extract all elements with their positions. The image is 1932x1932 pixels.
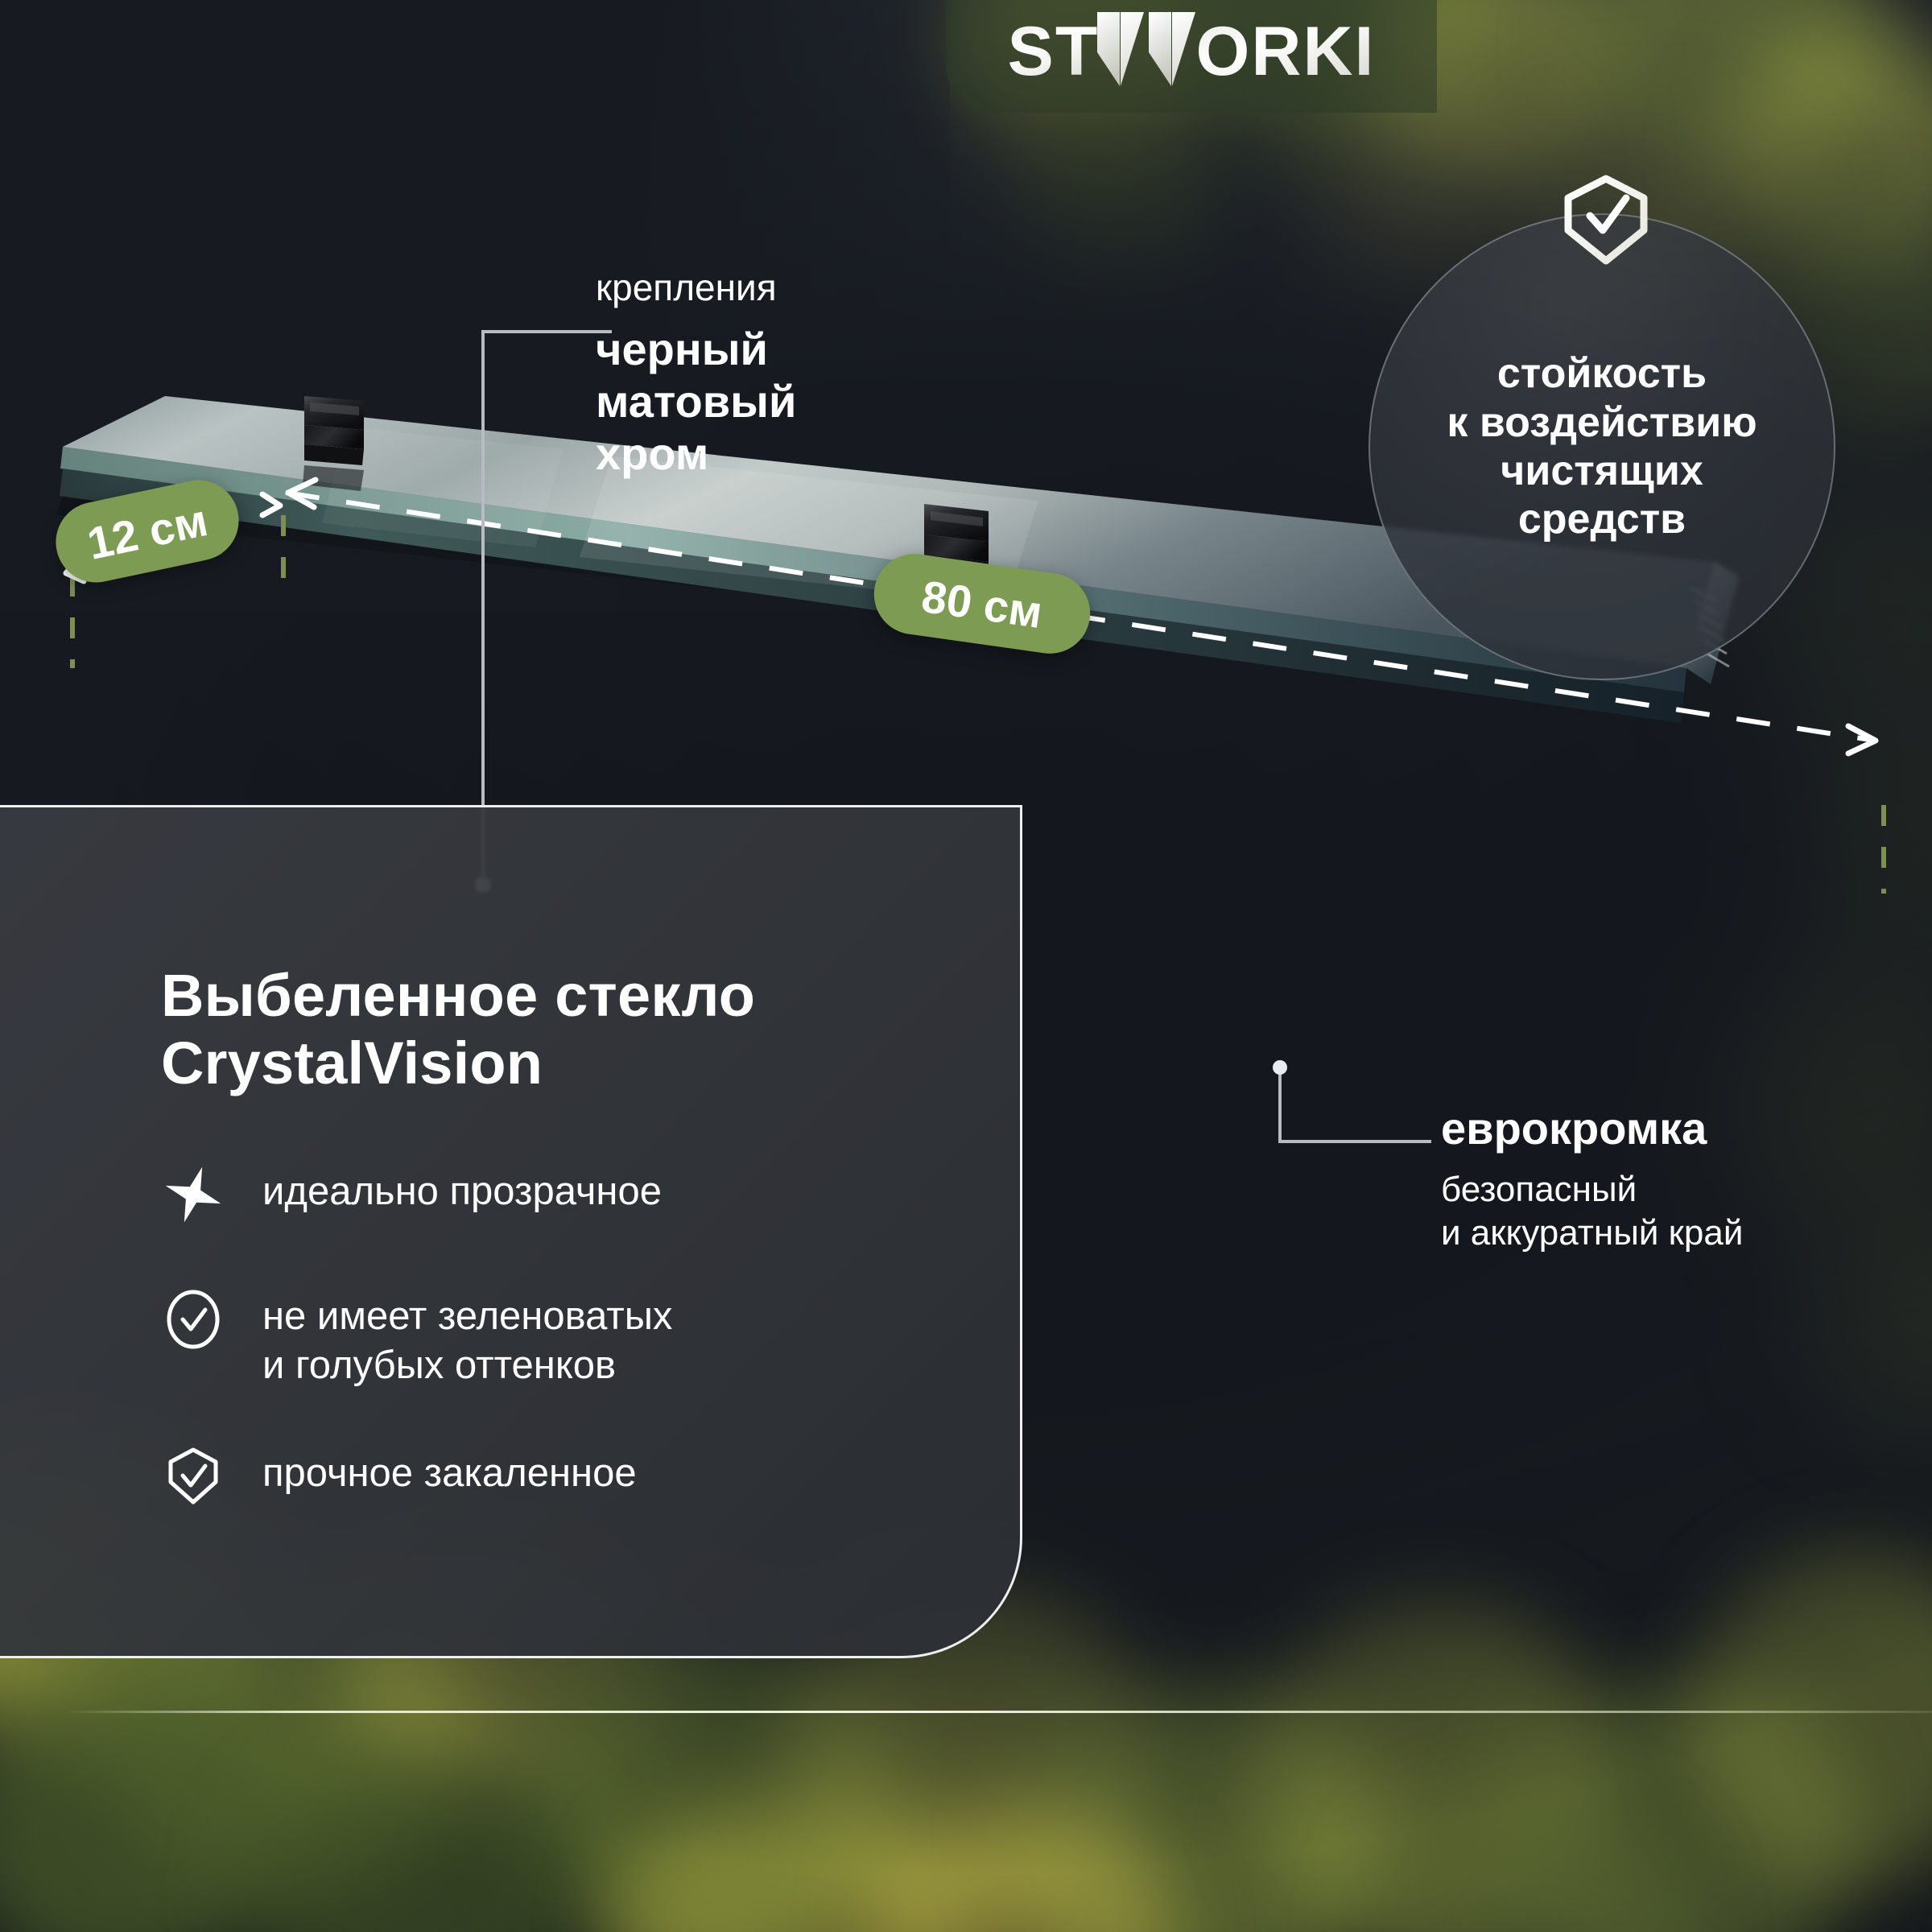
logo-text-left: ST	[1007, 12, 1100, 90]
feature-0-line-0: идеально прозрачное	[262, 1170, 662, 1213]
resistance-badge-line-2: чистящих	[1501, 448, 1703, 494]
circle-check-icon	[163, 1289, 224, 1350]
feature-1-line-1: и голубых оттенков	[262, 1343, 617, 1387]
resistance-badge-line-3: средств	[1517, 496, 1686, 543]
panel-title: Выбеленное стекло CrystalVision	[161, 962, 982, 1098]
resistance-badge-line-0: стойкость	[1496, 350, 1707, 398]
callout-mount-line-0: черный	[596, 324, 768, 375]
panel-title-line-0: Выбеленное стекло	[161, 962, 756, 1029]
shelf-bracket-left	[303, 396, 364, 491]
callout-euro-edge: еврокромка безопасный и аккуратный край	[1441, 1103, 1892, 1254]
feature-text: прочное закаленное	[262, 1449, 637, 1498]
feature-text: не имеет зеленоватых и голубых оттенков	[262, 1292, 672, 1390]
logo-text-right: ORKI	[1195, 12, 1376, 90]
feature-text: идеально прозрачное	[262, 1167, 662, 1216]
bottom-hairline-divider	[64, 1711, 1932, 1713]
brand-logo: ST	[1008, 10, 1376, 92]
callout-edge-title: еврокромка	[1441, 1103, 1707, 1154]
panel-title-line-1: CrystalVision	[161, 1030, 543, 1097]
callout-mount-line-1: матовый	[596, 376, 797, 427]
brand-logo-panel: ST	[946, 0, 1437, 113]
feature-item: не имеет зеленоватых и голубых оттенков	[163, 1289, 672, 1390]
feature-2-line-0: прочное закаленное	[262, 1451, 637, 1495]
sparkle-icon	[163, 1164, 224, 1225]
callout-edge-sub-0: безопасный	[1441, 1169, 1637, 1209]
shield-check-icon	[163, 1446, 224, 1507]
callout-mount: крепления черный матовый хром	[596, 266, 950, 481]
resistance-badge: стойкость к воздействию чистящих средств	[1368, 213, 1835, 680]
feature-item: идеально прозрачное	[163, 1164, 662, 1225]
resistance-badge-line-1: к воздействию	[1447, 398, 1757, 446]
callout-mount-line-2: хром	[596, 428, 709, 480]
callout-mount-title: крепления	[596, 266, 777, 308]
w-chevron-mark-icon	[1096, 10, 1199, 92]
glass-info-panel	[0, 805, 1022, 1658]
callout-edge-sub-1: и аккуратный край	[1441, 1212, 1744, 1253]
feature-1-line-0: не имеет зеленоватых	[262, 1294, 673, 1338]
feature-item: прочное закаленное	[163, 1446, 637, 1507]
shield-check-icon	[1554, 167, 1658, 272]
